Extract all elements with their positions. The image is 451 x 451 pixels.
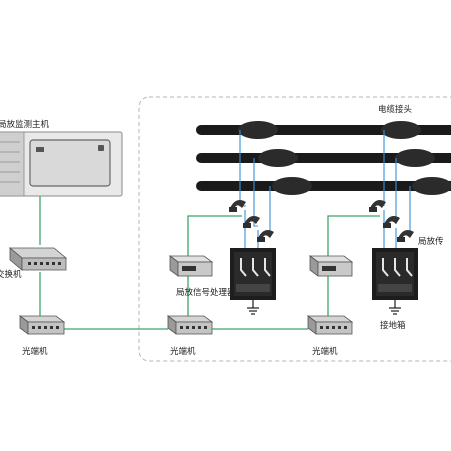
cable-joint [395,149,435,167]
optical-mid-label: 光端机 [170,346,196,357]
sensor-group-right [369,200,414,242]
optical-right-label: 光端机 [312,346,338,357]
cable-joint [381,121,421,139]
current-sensor-clamp-icon [257,230,274,242]
sensor-label: 局放传 [418,236,444,247]
network-switch-icon [8,247,68,271]
cable-joint [258,149,298,167]
power-cables [196,121,451,195]
sensor-group-left [229,200,274,242]
optical-transceiver-right [306,315,354,335]
grounding-box-left [230,248,276,315]
current-sensor-clamp-icon [369,200,386,212]
optical-transceiver-mid [166,315,214,335]
grounding-box-label: 接地箱 [380,320,406,331]
current-sensor-clamp-icon [397,230,414,242]
host-computer [0,131,123,197]
grounding-box-right [372,248,418,315]
cable-joint [238,121,278,139]
cable-joint [272,177,312,195]
current-sensor-clamp-icon [229,200,246,212]
data-links [39,196,380,330]
optical-left-label: 光端机 [22,346,48,357]
signal-processor-right [308,255,354,277]
optical-transceiver-left [18,315,66,335]
signal-processor-label: 局放信号处理器 [176,287,236,298]
switch-label: 交换机 [0,269,22,280]
cable-joint-label: 电缆接头 [378,104,413,115]
current-sensor-clamp-icon [383,216,400,228]
current-sensor-clamp-icon [243,216,260,228]
cable-joint [412,177,451,195]
signal-processor-left [168,255,214,277]
sensor-wires [239,130,411,258]
host-label: 局放监测主机 [0,119,50,130]
field-area-boundary [138,96,451,362]
